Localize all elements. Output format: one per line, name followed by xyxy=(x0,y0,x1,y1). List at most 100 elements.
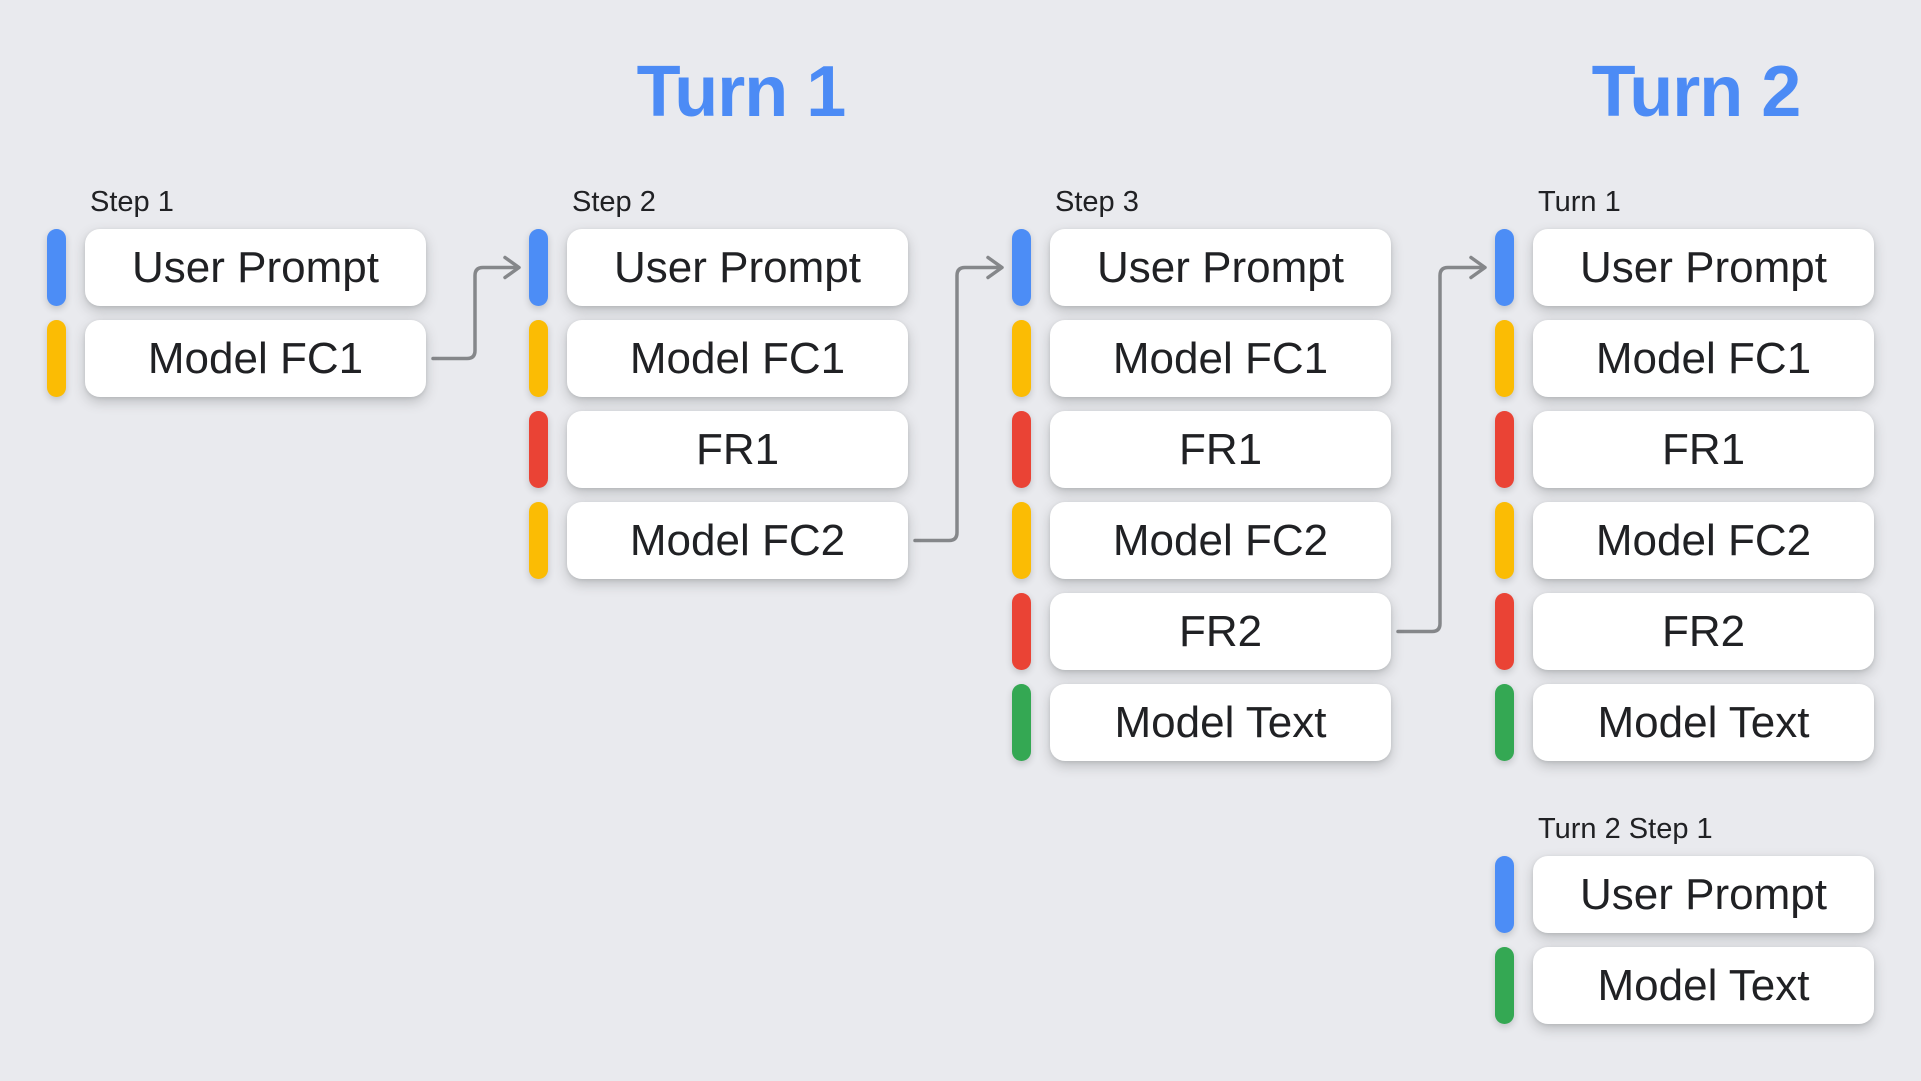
column-label: Turn 1 xyxy=(1538,186,1621,218)
card-type-color-bar xyxy=(1495,684,1514,761)
card-stack: User Prompt Model FC1 xyxy=(47,229,426,397)
card-label: Model FC2 xyxy=(1112,515,1329,565)
card-label: Model FC2 xyxy=(1595,515,1812,565)
message-card: Model FC1 xyxy=(1533,320,1874,397)
card-row: Model FC1 xyxy=(1495,320,1874,397)
card-label: FR2 xyxy=(1661,606,1746,656)
card-type-color-bar xyxy=(47,320,66,397)
card-row: FR2 xyxy=(1495,593,1874,670)
card-row: User Prompt xyxy=(1012,229,1391,306)
card-type-color-bar xyxy=(1012,684,1031,761)
card-label: Model Text xyxy=(1597,960,1810,1010)
card-label: User Prompt xyxy=(132,242,379,292)
message-card: FR1 xyxy=(1533,411,1874,488)
card-row: Model Text xyxy=(1495,684,1874,761)
card-label: User Prompt xyxy=(1580,869,1827,919)
card-label: Model FC1 xyxy=(1595,333,1812,383)
card-stack: User Prompt Model Text xyxy=(1495,856,1874,1024)
card-type-color-bar xyxy=(529,502,548,579)
card-type-color-bar xyxy=(1012,593,1031,670)
card-row: FR1 xyxy=(1495,411,1874,488)
card-row: FR1 xyxy=(529,411,908,488)
message-card: User Prompt xyxy=(567,229,908,306)
card-row: Model FC2 xyxy=(1012,502,1391,579)
column-label: Step 2 xyxy=(572,186,656,218)
message-card: Model FC2 xyxy=(1533,502,1874,579)
message-card: FR2 xyxy=(1533,593,1874,670)
card-label: Model FC1 xyxy=(1112,333,1329,383)
card-label: User Prompt xyxy=(614,242,861,292)
card-row: Model Text xyxy=(1495,947,1874,1024)
card-row: Model FC1 xyxy=(47,320,426,397)
message-card: Model Text xyxy=(1533,947,1874,1024)
message-card: Model FC1 xyxy=(567,320,908,397)
card-label: FR1 xyxy=(1178,424,1263,474)
message-card: FR2 xyxy=(1050,593,1391,670)
card-type-color-bar xyxy=(529,320,548,397)
card-label: User Prompt xyxy=(1580,242,1827,292)
card-label: FR1 xyxy=(1661,424,1746,474)
card-label: FR1 xyxy=(695,424,780,474)
turn-heading: Turn 2 xyxy=(1591,52,1802,132)
step-column: Turn 1 User Prompt Model FC1 FR1 Model F… xyxy=(1495,188,1874,761)
card-type-color-bar xyxy=(529,411,548,488)
message-card: User Prompt xyxy=(1050,229,1391,306)
card-type-color-bar xyxy=(1495,947,1514,1024)
card-stack: User Prompt Model FC1 FR1 Model FC2 FR2 … xyxy=(1012,229,1391,761)
card-label: FR2 xyxy=(1178,606,1263,656)
message-card: Model FC2 xyxy=(567,502,908,579)
card-row: Model FC1 xyxy=(529,320,908,397)
card-row: User Prompt xyxy=(1495,856,1874,933)
card-type-color-bar xyxy=(47,229,66,306)
flow-arrow-head xyxy=(986,255,1004,280)
message-card: User Prompt xyxy=(1533,229,1874,306)
message-card: Model FC2 xyxy=(1050,502,1391,579)
card-type-color-bar xyxy=(1495,856,1514,933)
card-label: Model FC1 xyxy=(629,333,846,383)
message-card: Model Text xyxy=(1050,684,1391,761)
card-type-color-bar xyxy=(1495,229,1514,306)
turn-heading: Turn 1 xyxy=(636,52,847,132)
flow-arrow-head xyxy=(1469,255,1487,280)
card-row: Model FC2 xyxy=(1495,502,1874,579)
flow-arrow-line xyxy=(913,265,1003,543)
flow-arrow-line xyxy=(1396,265,1486,634)
card-label: Model Text xyxy=(1597,697,1810,747)
card-row: Model FC1 xyxy=(1012,320,1391,397)
card-type-color-bar xyxy=(1012,229,1031,306)
card-label: User Prompt xyxy=(1097,242,1344,292)
step-column: Step 3 User Prompt Model FC1 FR1 Model F… xyxy=(1012,188,1391,761)
column-label: Step 1 xyxy=(90,186,174,218)
card-stack: User Prompt Model FC1 FR1 Model FC2 FR2 … xyxy=(1495,229,1874,761)
step-column: Step 2 User Prompt Model FC1 FR1 Model F… xyxy=(529,188,908,579)
column-label: Turn 2 Step 1 xyxy=(1538,813,1713,845)
card-row: User Prompt xyxy=(1495,229,1874,306)
card-row: Model FC2 xyxy=(529,502,908,579)
message-card: User Prompt xyxy=(85,229,426,306)
card-row: FR2 xyxy=(1012,593,1391,670)
card-row: Model Text xyxy=(1012,684,1391,761)
card-type-color-bar xyxy=(1012,320,1031,397)
flow-arrow-head xyxy=(503,255,521,280)
message-card: Model FC1 xyxy=(1050,320,1391,397)
card-type-color-bar xyxy=(1012,411,1031,488)
step-column: Step 1 User Prompt Model FC1 xyxy=(47,188,426,397)
column-label: Step 3 xyxy=(1055,186,1139,218)
message-card: User Prompt xyxy=(1533,856,1874,933)
card-label: Model FC2 xyxy=(629,515,846,565)
card-type-color-bar xyxy=(1495,593,1514,670)
message-card: Model Text xyxy=(1533,684,1874,761)
card-row: User Prompt xyxy=(47,229,426,306)
card-stack: User Prompt Model FC1 FR1 Model FC2 xyxy=(529,229,908,579)
card-row: FR1 xyxy=(1012,411,1391,488)
card-type-color-bar xyxy=(1012,502,1031,579)
message-card: FR1 xyxy=(567,411,908,488)
message-card: Model FC1 xyxy=(85,320,426,397)
card-type-color-bar xyxy=(1495,320,1514,397)
message-card: FR1 xyxy=(1050,411,1391,488)
card-type-color-bar xyxy=(1495,411,1514,488)
card-row: User Prompt xyxy=(529,229,908,306)
step-column: Turn 2 Step 1 User Prompt Model Text xyxy=(1495,815,1874,1024)
